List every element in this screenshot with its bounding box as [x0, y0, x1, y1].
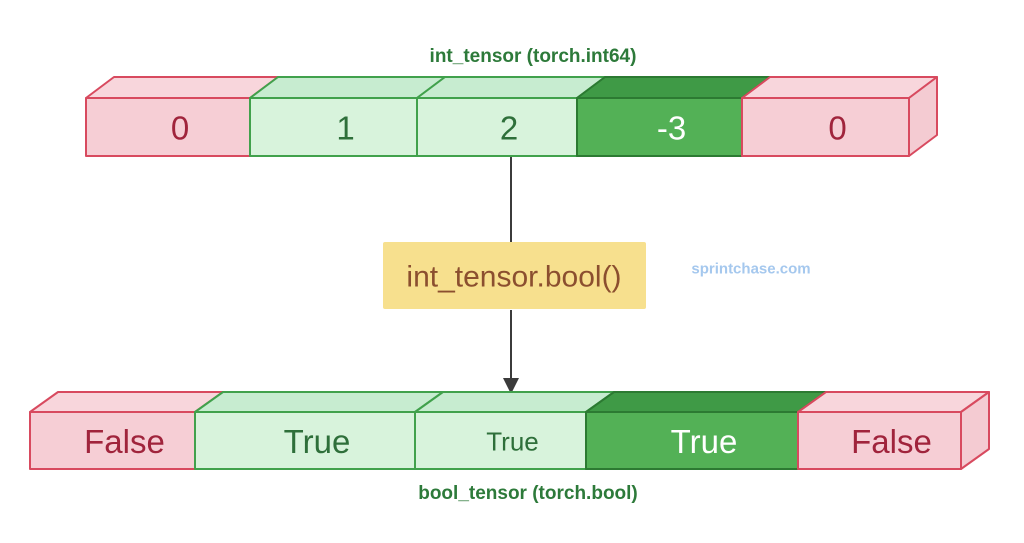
cell-value: False	[851, 423, 932, 460]
cell-top-face	[576, 76, 771, 99]
cell-value: True	[284, 423, 351, 460]
cell-front-face	[741, 97, 910, 157]
bool-tensor-bar: False True True True False	[29, 391, 990, 470]
cell-value: 1	[336, 110, 354, 147]
operation-label: int_tensor.bool()	[406, 261, 621, 294]
cell-top-face	[29, 391, 224, 413]
cell-front-face	[85, 97, 251, 157]
cell-top-face	[194, 391, 444, 413]
int-tensor-bar: 0 1 2 -3 0	[85, 76, 938, 157]
cell-top-face	[249, 76, 446, 99]
cell-value: False	[84, 423, 165, 460]
cell-top-face	[585, 391, 827, 413]
tensor-cell: -3	[576, 76, 771, 157]
tensor-cell: True	[585, 391, 827, 470]
cell-top-face	[416, 76, 606, 99]
cell-value: 2	[500, 110, 518, 147]
cell-top-face	[741, 76, 938, 99]
cell-top-face	[797, 391, 990, 413]
cell-value: 0	[828, 110, 846, 147]
cell-value: 0	[171, 110, 189, 147]
cell-value: True	[486, 427, 539, 457]
int-tensor-title: int_tensor (torch.int64)	[430, 46, 637, 67]
cell-value: -3	[657, 110, 686, 147]
tensor-cell: 0	[85, 76, 279, 157]
cell-front-face	[797, 411, 962, 470]
tensor-cell: 0	[741, 76, 938, 157]
arrow-head-icon	[503, 378, 519, 394]
cell-top-face	[414, 391, 615, 413]
tensor-cell: False	[29, 391, 224, 470]
cell-value: True	[671, 423, 738, 460]
operation-box	[383, 242, 646, 309]
cell-front-face	[416, 97, 578, 157]
tensor-cell: True	[414, 391, 615, 470]
tensor-cell: 1	[249, 76, 446, 157]
tensor-cell: True	[194, 391, 444, 470]
tensor-cell: False	[797, 391, 990, 470]
tensor-cell: 2	[416, 76, 606, 157]
cell-top-face	[85, 76, 279, 99]
cell-front-face	[249, 97, 418, 157]
watermark-text: sprintchase.com	[691, 261, 810, 278]
bool-tensor-title: bool_tensor (torch.bool)	[418, 483, 638, 504]
